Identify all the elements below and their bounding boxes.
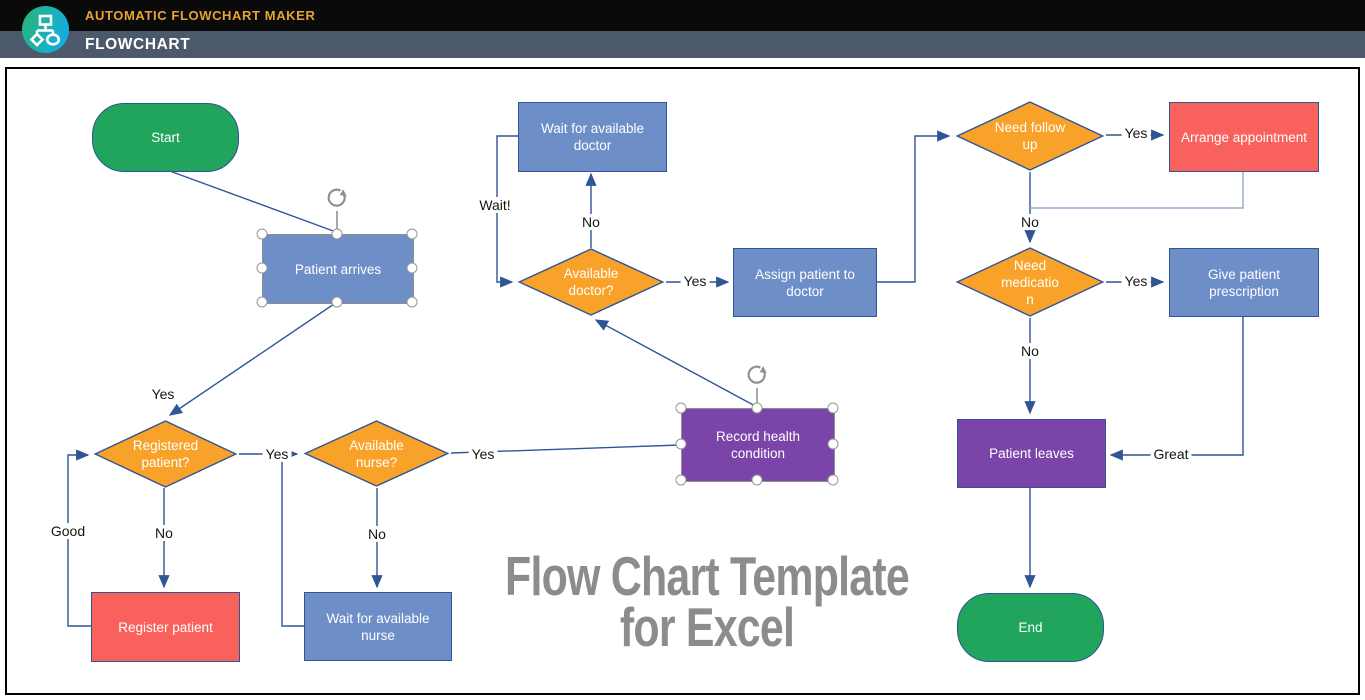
edge-assign-followup[interactable] — [876, 130, 951, 283]
node-label: Record health condition — [715, 429, 801, 461]
selection-handle[interactable] — [406, 262, 418, 274]
diamond-shape — [955, 247, 1105, 317]
edge-label-yes[interactable]: Yes — [1121, 125, 1151, 141]
diamond-shape — [955, 101, 1105, 171]
node-available-nurse[interactable]: Available nurse? — [303, 420, 450, 487]
edge-prescription-great-leaves[interactable] — [1109, 316, 1244, 461]
selection-handle[interactable] — [827, 474, 839, 486]
selection-handle[interactable] — [675, 402, 687, 414]
node-label: Register patient — [118, 619, 213, 635]
sheet-title: FLOWCHART — [85, 36, 191, 53]
node-patient-arrives[interactable]: Patient arrives — [262, 234, 414, 304]
node-end[interactable]: End — [957, 593, 1104, 662]
header-sheet-bar — [0, 31, 1365, 58]
edge-label-no[interactable]: No — [365, 526, 389, 542]
node-give-patient-prescription[interactable]: Give patient prescription — [1169, 248, 1319, 317]
selection-handle[interactable] — [406, 296, 418, 308]
node-arrange-appointment[interactable]: Arrange appointment — [1169, 102, 1319, 172]
edge-label-wait[interactable]: Wait! — [476, 197, 514, 213]
drawing-canvas[interactable] — [5, 67, 1360, 695]
node-label: Available doctor? — [563, 266, 619, 298]
node-label: Wait for available nurse — [326, 610, 430, 643]
node-label: End — [1018, 620, 1043, 635]
flowchart-icon — [22, 6, 69, 58]
node-label: Need follow up — [994, 120, 1066, 152]
edge-label-yes[interactable]: Yes — [468, 446, 498, 462]
selection-handle[interactable] — [751, 402, 763, 414]
edge-label-yes[interactable]: Yes — [680, 273, 710, 289]
edge-record-availabledoctor[interactable] — [594, 319, 758, 408]
node-label: Start — [151, 130, 180, 145]
edge-register-good-loop[interactable] — [67, 449, 91, 627]
edge-label-no[interactable]: No — [1018, 343, 1042, 359]
node-label: Assign patient to doctor — [755, 266, 855, 299]
edge-label-no[interactable]: No — [152, 525, 176, 541]
edge-waitnurse-loop[interactable] — [281, 454, 304, 627]
node-label: Wait for available doctor — [540, 121, 645, 153]
node-label: Patient leaves — [989, 446, 1074, 461]
edge-label-yes[interactable]: Yes — [148, 386, 178, 402]
node-label: Available nurse? — [349, 437, 404, 470]
node-assign-patient-to-doctor[interactable]: Assign patient to doctor — [733, 248, 877, 317]
diamond-shape — [517, 248, 665, 316]
node-label: Patient arrives — [294, 261, 382, 277]
rotate-handle-icon[interactable] — [326, 186, 349, 214]
selection-handle[interactable] — [256, 296, 268, 308]
node-available-doctor[interactable]: Available doctor? — [517, 248, 665, 316]
node-label: Give patient prescription — [1207, 266, 1281, 299]
node-registered-patient[interactable]: Registered patient? — [93, 420, 238, 488]
edge-label-good[interactable]: Good — [47, 523, 89, 539]
node-need-follow-up[interactable]: Need follow up — [955, 101, 1105, 171]
watermark-line2: for Excel — [619, 596, 795, 658]
edge-start-patient-arrives[interactable] — [166, 169, 337, 233]
selection-handle[interactable] — [827, 438, 839, 450]
node-wait-available-doctor[interactable]: Wait for available doctor — [518, 102, 667, 172]
edge-label-no[interactable]: No — [1018, 214, 1042, 230]
node-register-patient[interactable]: Register patient — [91, 592, 240, 662]
edge-label-yes[interactable]: Yes — [262, 446, 292, 462]
rotate-handle-icon[interactable] — [746, 363, 769, 391]
selection-handle[interactable] — [256, 262, 268, 274]
edge-label-yes[interactable]: Yes — [1121, 273, 1151, 289]
node-record-health-condition[interactable]: Record health condition — [681, 408, 835, 482]
selection-handle[interactable] — [331, 296, 343, 308]
edge-label-no[interactable]: No — [579, 214, 603, 230]
node-start[interactable]: Start — [92, 103, 239, 172]
node-label: Registered patient? — [132, 438, 199, 470]
watermark: Flow Chart Template for Excel — [434, 545, 980, 658]
selection-handle[interactable] — [751, 474, 763, 486]
node-label: Need medication — [1001, 257, 1059, 307]
node-need-medication[interactable]: Need medication — [955, 247, 1105, 317]
diamond-shape — [303, 420, 450, 487]
selection-handle[interactable] — [331, 228, 343, 240]
edge-patient-arrives-registered[interactable] — [168, 301, 338, 416]
node-label: Arrange appointment — [1180, 129, 1308, 145]
selection-handle[interactable] — [827, 402, 839, 414]
node-wait-available-nurse[interactable]: Wait for available nurse — [304, 592, 452, 661]
diamond-shape — [93, 420, 238, 488]
rotation-stem — [336, 211, 338, 231]
header-top-bar — [0, 0, 1365, 31]
node-patient-leaves[interactable]: Patient leaves — [957, 419, 1106, 488]
watermark-line1: Flow Chart Template — [505, 545, 910, 607]
edge-label-great[interactable]: Great — [1150, 446, 1192, 462]
app-title: AUTOMATIC FLOWCHART MAKER — [85, 8, 316, 23]
selection-handle[interactable] — [406, 228, 418, 240]
selection-handle[interactable] — [675, 438, 687, 450]
edge-arrange-merge[interactable] — [1030, 171, 1244, 209]
selection-handle[interactable] — [256, 228, 268, 240]
rotation-stem — [756, 388, 758, 406]
selection-handle[interactable] — [675, 474, 687, 486]
